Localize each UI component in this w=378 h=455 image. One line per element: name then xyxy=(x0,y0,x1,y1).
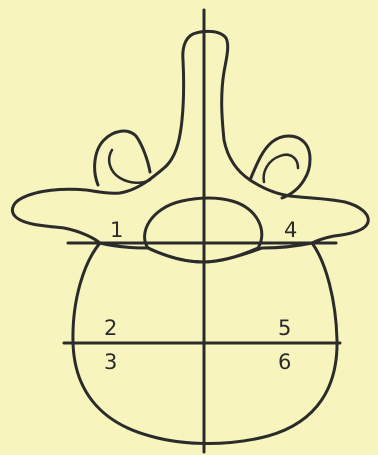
right-articular-facet xyxy=(250,136,310,198)
zone-6-label: 6 xyxy=(278,352,291,373)
zone-2-label: 2 xyxy=(104,318,117,339)
posterior-arch-outline xyxy=(12,31,368,243)
zone-3-label: 3 xyxy=(104,352,117,373)
left-articular-facet xyxy=(95,131,150,185)
zone-5-label: 5 xyxy=(278,318,291,339)
right-facet-inner-curve xyxy=(264,155,298,182)
zone-4-label: 4 xyxy=(284,220,297,241)
zone-1-label: 1 xyxy=(110,220,123,241)
